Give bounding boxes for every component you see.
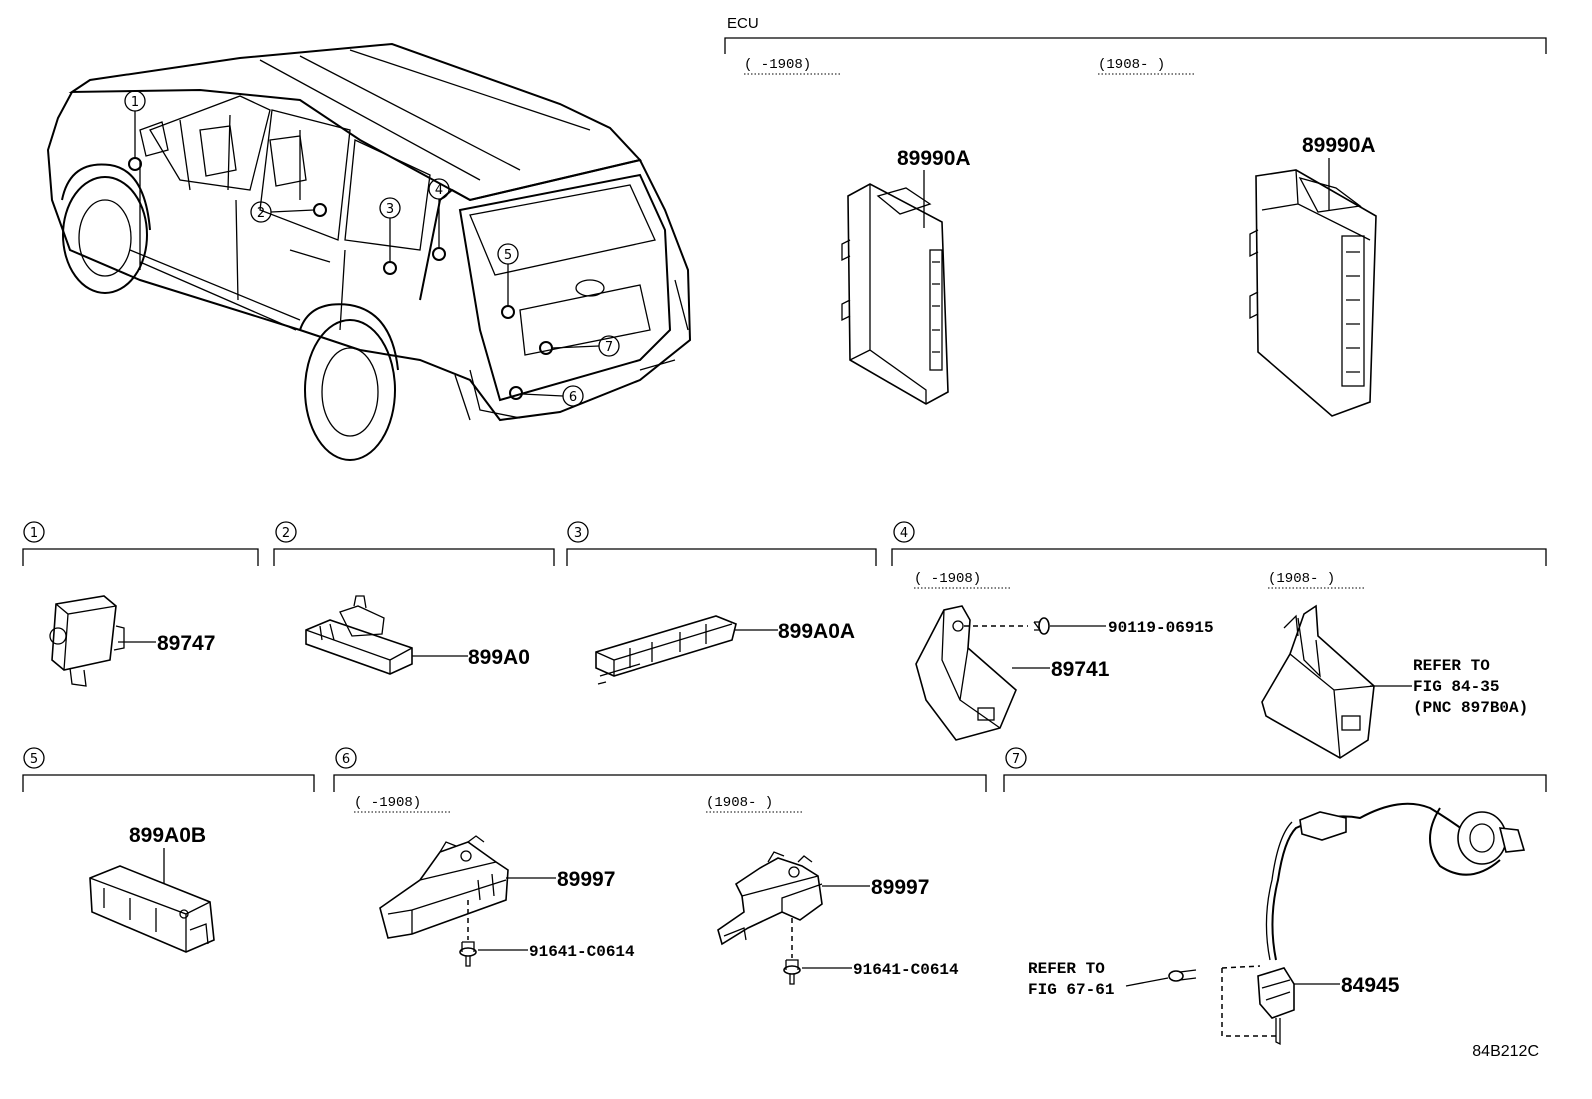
part-89997-before: 89997 — [557, 868, 615, 891]
ecu-title: ECU — [727, 15, 759, 32]
module-refer-84-35 — [1261, 604, 1375, 759]
ecu-section: ECU ( -1908) (1908- ) 89990A 89990A — [724, 15, 1547, 417]
callout-2: 2 — [257, 206, 265, 221]
ecu-module-before — [841, 183, 949, 405]
section-4-date-after: (1908- ) — [1268, 571, 1335, 587]
section-6: 6 ( -1908) (1908- ) 89997 91641-C0614 — [333, 747, 987, 985]
section-7-number: 7 — [1012, 752, 1020, 767]
part-91641-C0614-before: 91641-C0614 — [529, 943, 635, 961]
bolt-90119-06915 — [1033, 617, 1050, 635]
section-5-number: 5 — [30, 752, 38, 767]
part-84945: 84945 — [1341, 974, 1400, 997]
sensor-89997-before — [379, 835, 509, 939]
sensor-89997-after — [717, 851, 823, 946]
section-4: 4 ( -1908) (1908- ) 90119-06915 89741 — [891, 521, 1547, 759]
refer-line-2: FIG 84-35 — [1413, 678, 1499, 696]
screw-91641-C0614-after — [783, 959, 801, 985]
section-3-number: 3 — [574, 526, 582, 541]
screw-91641-C0614-before — [459, 941, 477, 967]
section-4-number: 4 — [900, 526, 908, 541]
section-1: 1 89747 — [22, 521, 259, 687]
part-89741: 89741 — [1051, 658, 1110, 681]
bolt-refer-67-61 — [1168, 969, 1197, 982]
ecu-part-before: 89990A — [897, 147, 971, 170]
section-6-number: 6 — [342, 752, 350, 767]
bracket-89741 — [915, 605, 1017, 741]
ecu-part-after: 89990A — [1302, 134, 1376, 157]
section-7: 7 REFER TO FIG 67-61 84945 — [1003, 747, 1547, 1046]
figure-code: 84B212C — [1472, 1043, 1539, 1060]
part-89997-after: 89997 — [871, 876, 929, 899]
vehicle-callouts: 1 2 3 4 5 7 6 — [124, 90, 620, 407]
ecu-date-after: (1908- ) — [1098, 57, 1165, 73]
section-6-date-before: ( -1908) — [354, 795, 421, 811]
refer-line-1: REFER TO — [1413, 657, 1490, 675]
sensor-899A0 — [305, 595, 413, 675]
section-4-date-before: ( -1908) — [914, 571, 981, 587]
part-899A0B: 899A0B — [129, 824, 206, 847]
callout-3: 3 — [386, 202, 394, 217]
part-89747: 89747 — [157, 632, 215, 655]
section-1-number: 1 — [30, 526, 38, 541]
callout-1: 1 — [131, 95, 139, 110]
sensor-899A0B — [89, 865, 215, 953]
refer-67-61-line-2: FIG 67-61 — [1028, 981, 1114, 999]
section-5: 5 899A0B — [22, 747, 315, 953]
refer-line-3: (PNC 897B0A) — [1413, 699, 1528, 717]
section-6-date-after: (1908- ) — [706, 795, 773, 811]
callout-6: 6 — [569, 390, 577, 405]
part-899A0A: 899A0A — [778, 620, 855, 643]
part-899A0: 899A0 — [468, 646, 530, 669]
callout-7: 7 — [605, 340, 613, 355]
section-2-number: 2 — [282, 526, 290, 541]
ecu-date-before: ( -1908) — [744, 57, 811, 73]
sensor-899A0A — [595, 615, 737, 685]
callout-4: 4 — [435, 183, 443, 198]
section-3: 3 899A0A — [566, 521, 877, 685]
vehicle-illustration — [46, 42, 692, 461]
wire-harness-84945 — [1257, 802, 1526, 1046]
sensor-89747 — [49, 595, 125, 687]
part-90119-06915: 90119-06915 — [1108, 619, 1214, 637]
section-2: 2 899A0 — [273, 521, 555, 675]
refer-67-61-line-1: REFER TO — [1028, 960, 1105, 978]
callout-5: 5 — [504, 248, 512, 263]
ecu-module-after — [1249, 169, 1377, 417]
part-91641-C0614-after: 91641-C0614 — [853, 961, 959, 979]
